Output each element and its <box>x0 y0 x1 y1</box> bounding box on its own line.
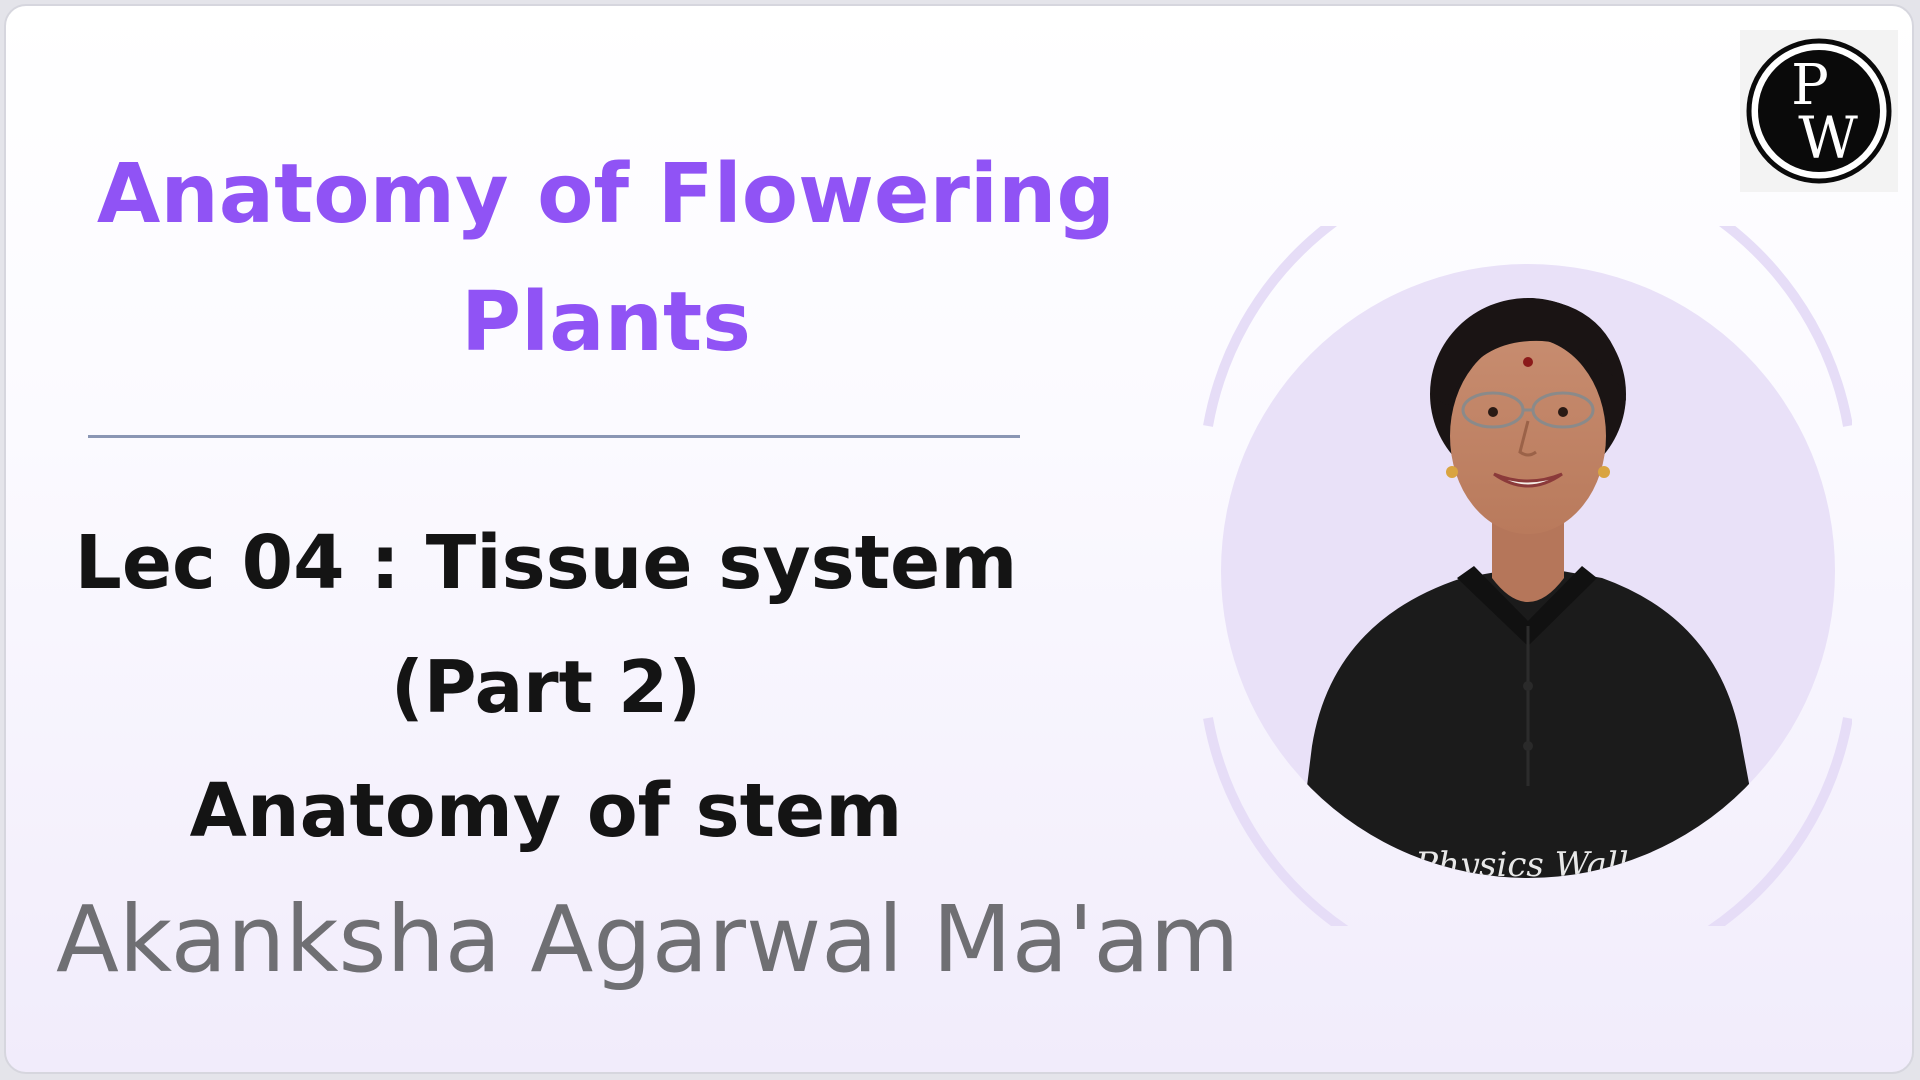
course-title: Anatomy of Flowering Plants <box>46 131 1166 387</box>
title-divider <box>88 435 1020 438</box>
instructor-photo: Physics Walla <box>1203 226 1852 926</box>
instructor-portrait: Physics Walla <box>1202 226 1852 926</box>
lecture-topic: Anatomy of stem <box>189 768 903 854</box>
thumbnail-card: Anatomy of Flowering Plants Lec 04 : Tis… <box>4 4 1914 1074</box>
decorative-arc-bottom <box>1203 717 1852 926</box>
lecture-info: Lec 04 : Tissue system (Part 2) Anatomy … <box>26 501 1066 873</box>
course-title-line-1: Anatomy of Flowering <box>96 147 1116 242</box>
lecture-part: (Part 2) <box>390 645 702 729</box>
lecture-number: Lec 04 : Tissue system <box>74 520 1018 606</box>
course-title-line-2: Plants <box>461 275 751 370</box>
logo-mark-icon: P W <box>1746 38 1892 184</box>
decorative-arc-top <box>1203 226 1852 427</box>
instructor-name: Akanksha Agarwal Ma'am <box>56 886 1240 993</box>
physics-wallah-logo-icon: P W <box>1740 30 1898 192</box>
logo-letter-p: P <box>1791 53 1829 118</box>
shirt-text: Physics Walla <box>1414 845 1649 885</box>
logo-letter-w: W <box>1798 104 1858 172</box>
